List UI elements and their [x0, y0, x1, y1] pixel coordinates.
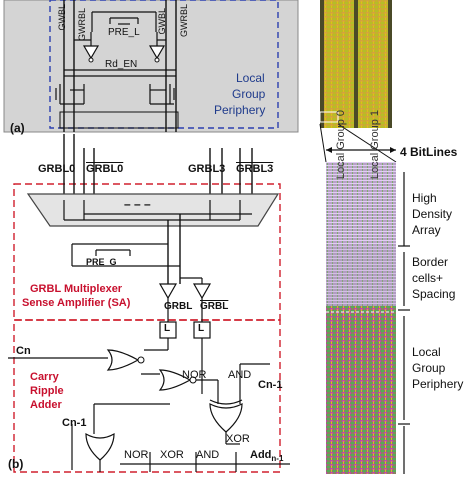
- grbl0-label: GRBL0: [38, 163, 76, 175]
- local-group-label-1: Local: [236, 71, 265, 85]
- adder-label: Adder: [30, 399, 62, 411]
- grbl3-bar-label: GRBL3: [236, 163, 274, 175]
- cn-label: Cn: [16, 345, 31, 357]
- gwbl-left-label: GWBL: [57, 4, 67, 31]
- add-label: Addn-1: [250, 450, 283, 463]
- local-group-label-2: Group: [232, 87, 266, 101]
- nor-label: NOR: [182, 369, 207, 381]
- carry-label: Carry: [30, 371, 59, 383]
- lgp-label-1: Local: [412, 345, 441, 359]
- border-label-1: Border: [412, 255, 449, 269]
- gwrbl-left-label: GWRBL: [77, 8, 87, 42]
- bitlines-label: 4 BitLines: [400, 145, 458, 159]
- lgp-label-2: Group: [412, 361, 446, 375]
- local-group-panel: GWBL GWRBL GWBL GWRBL PRE_L Rd_EN Local …: [0, 0, 300, 134]
- mux-sa-label-1: GRBL Multiplexer: [30, 283, 123, 295]
- hda-label-2: Density: [412, 207, 453, 221]
- group0-label: Local Group 0: [335, 110, 347, 180]
- bus-nor-label: NOR: [124, 449, 149, 461]
- pre-g-label: PRE_G: [86, 257, 117, 267]
- hda-label-3: Array: [412, 223, 441, 237]
- xor-label: XOR: [226, 433, 250, 445]
- bus-and-label: AND: [196, 449, 220, 461]
- cn-minus-1-left-label: Cn-1: [62, 417, 87, 429]
- lgp-label-3: Periphery: [412, 377, 464, 391]
- hda-label-1: High: [412, 191, 437, 205]
- add-subscript: n-1: [271, 454, 284, 464]
- gwbl-right-label: GWBL: [157, 8, 167, 35]
- layout-micrograph: Local Group 0 Local Group 1 4 BitLines H…: [300, 0, 474, 474]
- mux-sa-adder-schematic: [8, 134, 290, 473]
- and-label: AND: [228, 369, 252, 381]
- border-label-2: cells+: [412, 271, 444, 285]
- group1-label: Local Group 1: [369, 110, 381, 180]
- border-label-3: Spacing: [412, 287, 456, 301]
- panel-a-tag: (a): [10, 121, 25, 135]
- sa-out-right-label: GRBL: [200, 301, 229, 312]
- cn-minus-1-right-label: Cn-1: [258, 379, 283, 391]
- gwrbl-right-label: GWRBL: [179, 4, 189, 38]
- latch-right-label: L: [198, 323, 205, 334]
- bus-xor-label: XOR: [160, 449, 184, 461]
- global-periphery-panel: GRBL0 GRBL0 GRBL3 GRBL3 – – – PRE_G GRBL…: [0, 134, 300, 474]
- grbl3-label: GRBL3: [188, 163, 226, 175]
- ripple-label: Ripple: [30, 385, 64, 397]
- mux-dashes: – – –: [124, 197, 151, 211]
- rd-en-label: Rd_EN: [105, 59, 138, 70]
- latch-left-label: L: [164, 323, 171, 334]
- add-base: Add: [250, 449, 272, 461]
- local-group-label-3: Periphery: [214, 103, 266, 117]
- layout-strip: [319, 0, 410, 474]
- pre-l-label: PRE_L: [108, 27, 140, 38]
- local-group-periphery-schematic: [3, 0, 299, 133]
- mux-sa-label-2: Sense Amplifier (SA): [22, 297, 131, 309]
- grbl0-bar-label: GRBL0: [86, 163, 124, 175]
- panel-b-tag: (b): [8, 457, 24, 471]
- sa-out-left-label: GRBL: [164, 301, 193, 312]
